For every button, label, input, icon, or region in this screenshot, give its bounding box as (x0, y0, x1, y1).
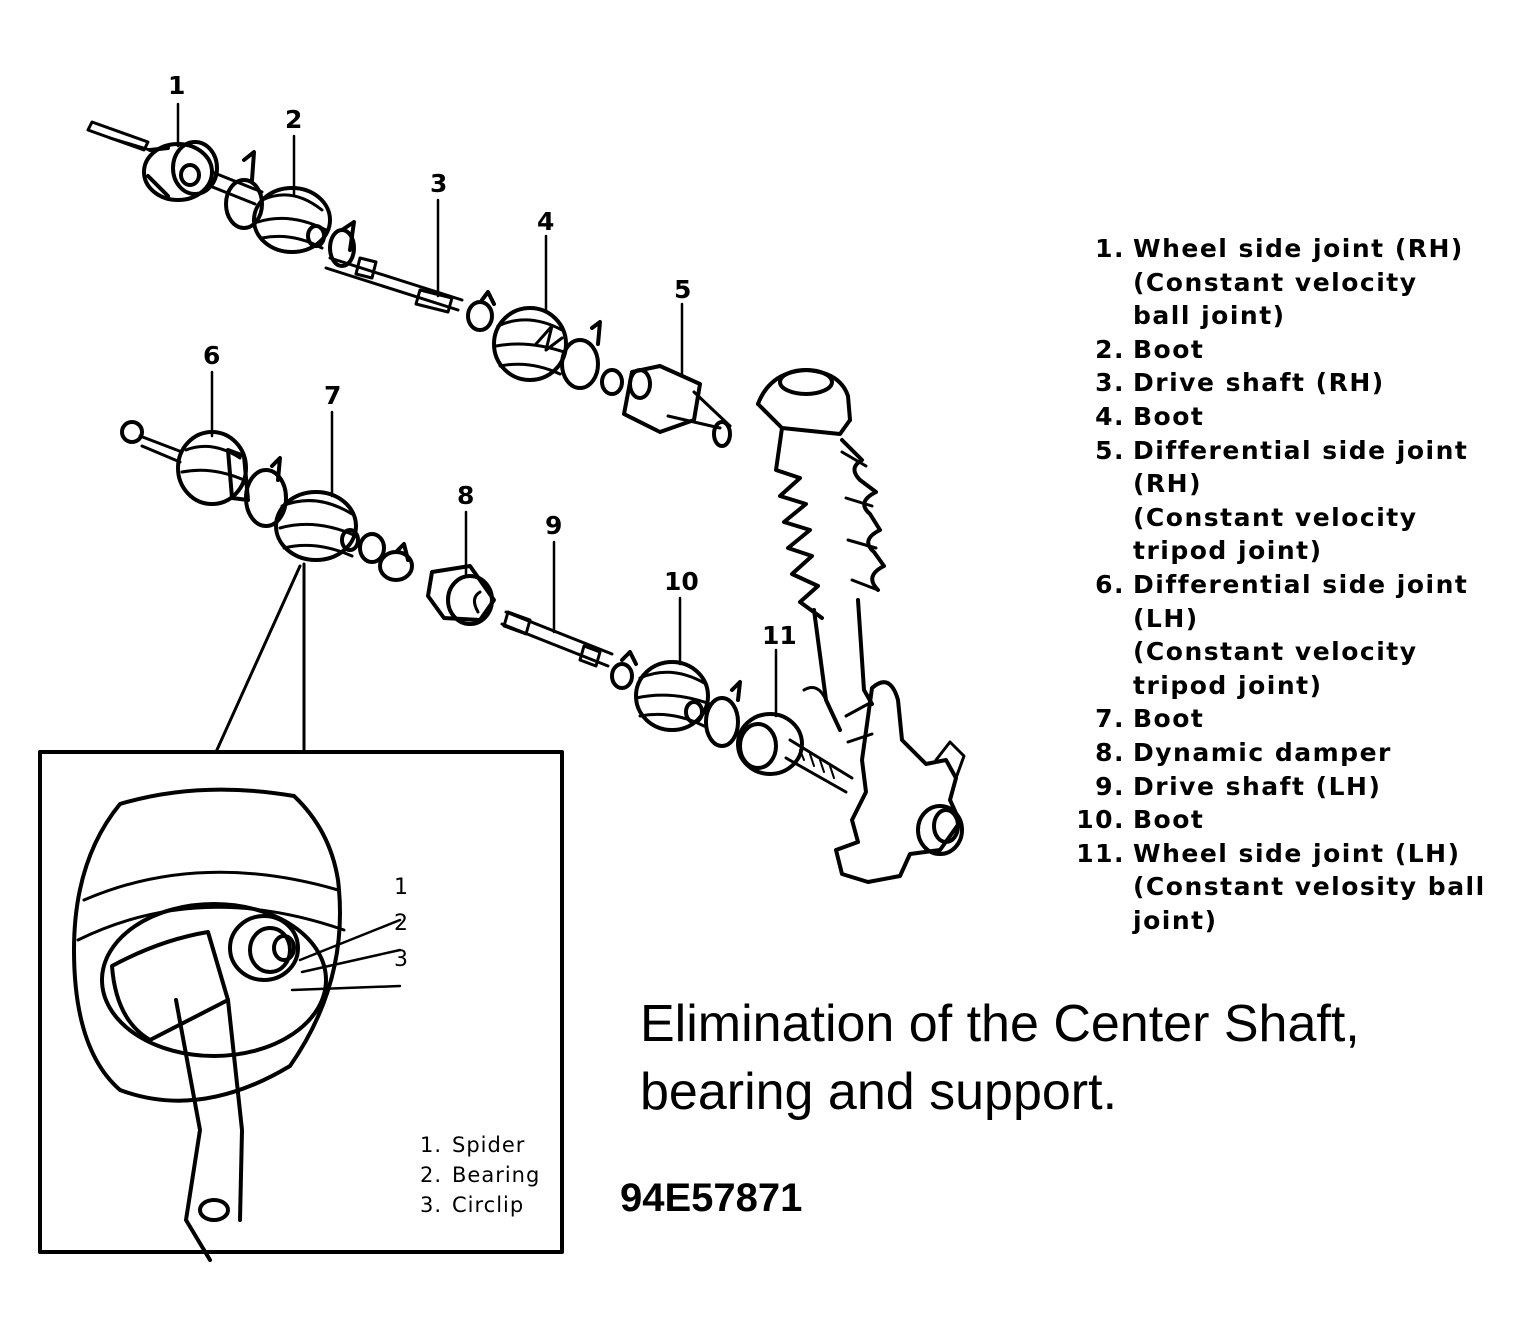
legend-item: 6.Differential side joint (LH) (Constant… (1095, 569, 1469, 700)
lh-drive-shaft (500, 610, 638, 690)
callout-2: 2 (285, 105, 302, 134)
inset-legend-item: 1.Spider (419, 1133, 526, 1157)
dynamic-damper (426, 564, 496, 626)
callout-4: 4 (537, 207, 554, 236)
inset-legend-item: 2.Bearing (419, 1163, 541, 1187)
strut-assembly (756, 368, 886, 744)
parts-legend: 1.Wheel side joint (RH) (Constant veloci… (1065, 232, 1515, 937)
legend-item: 1.Wheel side joint (RH) (Constant veloci… (1095, 234, 1464, 331)
lh-outer-boot (634, 660, 712, 732)
inset-legend-item: 3.Circlip (419, 1193, 525, 1217)
callout-9: 9 (545, 511, 562, 540)
legend-item: 2.Boot (1095, 334, 1205, 364)
lh-boot-clamp-a (244, 456, 288, 528)
callout-5: 5 (674, 275, 691, 304)
caption-line-1: Elimination of the Center Shaft, (640, 995, 1360, 1053)
lh-boot-clamp-c (704, 680, 742, 748)
inset-joint-detail (72, 787, 402, 1262)
inset-callout-3: 3 (394, 947, 408, 972)
callout-1: 1 (168, 71, 185, 100)
inset-connector (214, 562, 306, 754)
caption-line-2: bearing and support. (640, 1063, 1118, 1121)
legend-item: 10.Boot (1076, 805, 1205, 835)
legend-item: 8.Dynamic damper (1095, 737, 1392, 767)
rh-boot-clamp-b (328, 220, 356, 268)
rh-circlip (600, 368, 624, 396)
inset-callout-2: 2 (394, 911, 408, 936)
inset-callout-1: 1 (394, 875, 408, 900)
lh-wheel-side-joint (736, 712, 854, 794)
rh-inner-boot (492, 306, 568, 382)
figure-code: 94E57871 (620, 1176, 803, 1220)
legend-item: 4.Boot (1095, 401, 1205, 431)
rh-boot-clamp-d (560, 320, 602, 390)
callout-8: 8 (457, 481, 474, 510)
rh-boot-clamp-a (224, 150, 264, 230)
callout-10: 10 (664, 567, 699, 596)
rh-differential-side-joint (622, 364, 732, 448)
rh-outer-boot (252, 186, 332, 254)
legend-item: 9.Drive shaft (LH) (1095, 771, 1382, 801)
legend-item: 11.Wheel side joint (LH) (Constant velos… (1076, 838, 1486, 935)
rh-wheel-side-joint (86, 120, 219, 202)
inset-legend: 1.Spider 2.Bearing 3.Circlip (410, 1130, 540, 1220)
lh-differential-side-joint (120, 420, 250, 506)
legend-item: 3.Drive shaft (RH) (1095, 368, 1385, 398)
callout-11: 11 (762, 621, 797, 650)
figure-caption: Elimination of the Center Shaft, bearing… (640, 990, 1360, 1126)
lh-inner-boot (274, 490, 360, 562)
rh-drive-shaft (324, 256, 464, 314)
legend-item: 7.Boot (1095, 704, 1205, 734)
rh-boot-clamp-c (466, 290, 496, 332)
inset-frame (38, 750, 564, 1254)
callout-6: 6 (203, 341, 220, 370)
callout-3: 3 (430, 169, 447, 198)
lh-boot-clamp-b (358, 532, 414, 582)
callout-7: 7 (324, 381, 341, 410)
legend-item: 5.Differential side joint (RH) (Constant… (1095, 435, 1469, 566)
steering-knuckle (834, 680, 966, 884)
